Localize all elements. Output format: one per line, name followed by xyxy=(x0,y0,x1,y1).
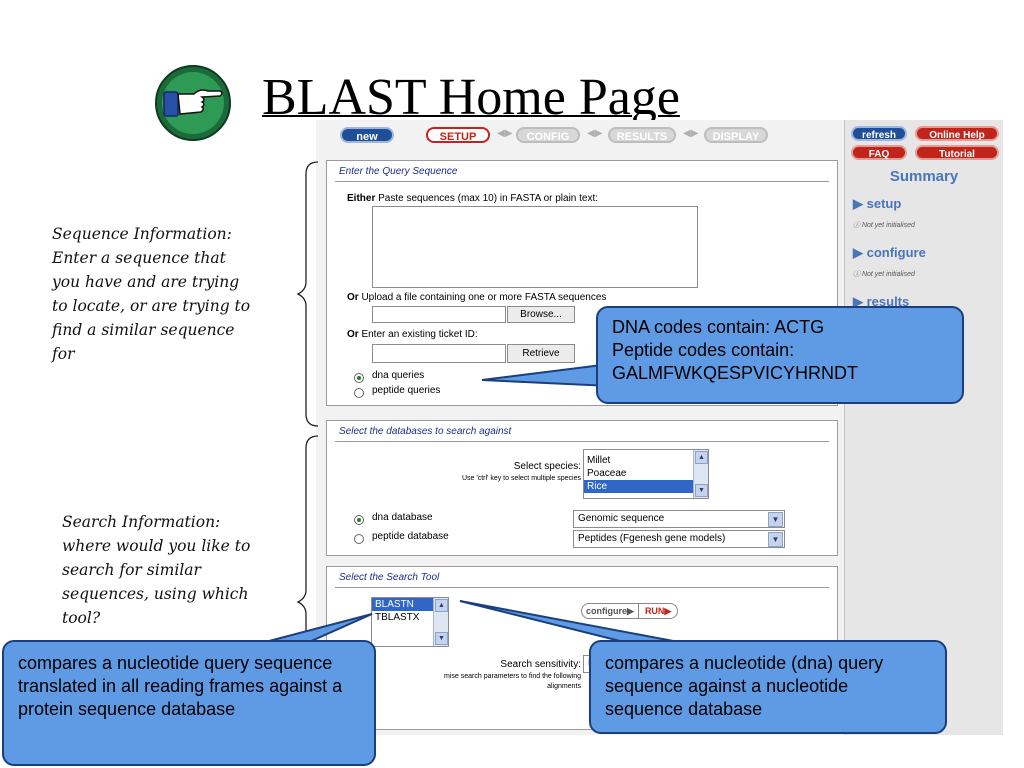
summary-sidebar: refresh Online Help FAQ Tutorial Summary… xyxy=(844,120,1003,735)
run-button[interactable]: RUN▶ xyxy=(637,604,677,618)
dna-queries-label: dna queries xyxy=(372,370,425,381)
browse-button[interactable]: Browse... xyxy=(507,306,575,323)
species-label: Select species: xyxy=(513,461,581,472)
file-path-input[interactable] xyxy=(372,306,506,323)
species-option[interactable]: Poaceae xyxy=(587,468,627,479)
arrow-icon: ◀▶ xyxy=(683,128,699,139)
species-hint: Use 'ctrl' key to select multiple specie… xyxy=(462,475,581,482)
refresh-button[interactable]: refresh xyxy=(851,126,907,141)
sequence-textarea[interactable] xyxy=(372,206,698,288)
nav-results-tab[interactable]: RESULTS xyxy=(608,127,676,143)
search-information-note: Search Information: where would you like… xyxy=(62,513,251,627)
setup-status: ⓘ Not yet initialised xyxy=(853,222,915,229)
alignments-label: alignments xyxy=(547,683,581,690)
optimise-hint: mise search parameters to find the follo… xyxy=(444,673,581,680)
callout-line: GALMFWKQESPVICYHRNDT xyxy=(612,363,859,383)
scroll-down-icon[interactable]: ▼ xyxy=(435,632,448,645)
page-title: BLAST Home Page xyxy=(262,69,680,126)
species-listbox[interactable]: Millet Poaceae Rice ▲ ▼ xyxy=(583,449,709,499)
online-help-button[interactable]: Online Help xyxy=(915,126,999,141)
ticket-id-input[interactable] xyxy=(372,344,506,363)
arrow-icon: ◀▶ xyxy=(587,128,603,139)
dna-queries-radio[interactable] xyxy=(354,373,364,383)
callout-line: DNA codes contain: ACTG xyxy=(612,317,825,337)
species-option-selected[interactable]: Rice xyxy=(584,480,708,493)
peptide-database-select[interactable]: Peptides (Fgenesh gene models)▼ xyxy=(573,530,785,548)
nav-config-tab[interactable]: CONFIG xyxy=(516,127,580,143)
dna-database-select[interactable]: Genomic sequence▼ xyxy=(573,510,785,528)
sensitivity-label: Search sensitivity: xyxy=(500,659,581,670)
configure-run-control: configure▶RUN▶ xyxy=(581,603,679,619)
callout-line: Peptide codes contain: xyxy=(612,340,795,360)
species-scrollbar[interactable]: ▲ ▼ xyxy=(693,450,708,498)
arrow-icon: ◀▶ xyxy=(497,128,513,139)
species-option[interactable]: Millet xyxy=(587,455,611,466)
tblastx-callout: compares a nucleotide query sequence tra… xyxy=(2,640,376,766)
dna-database-label: dna database xyxy=(372,512,433,523)
dna-database-radio[interactable] xyxy=(354,515,364,525)
retrieve-button[interactable]: Retrieve xyxy=(507,344,575,363)
summary-title: Summary xyxy=(889,168,959,185)
tool-option-selected[interactable]: BLASTN xyxy=(372,598,448,611)
configure-button[interactable]: configure▶ xyxy=(586,606,634,616)
chevron-down-icon: ▼ xyxy=(768,512,783,527)
chevron-down-icon: ▼ xyxy=(768,532,783,547)
paste-label: Either Paste sequences (max 10) in FASTA… xyxy=(347,193,599,204)
results-link[interactable]: ▶ results xyxy=(853,294,910,309)
query-panel-header: Enter the Query Sequence xyxy=(339,166,458,177)
nav-new-button[interactable]: new xyxy=(340,127,394,143)
setup-link[interactable]: ▶ setup xyxy=(853,196,902,211)
peptide-queries-radio[interactable] xyxy=(354,388,364,398)
tool-listbox[interactable]: BLASTN TBLASTX ▲ ▼ xyxy=(371,597,449,647)
sequence-information-note: Sequence Information: Enter a sequence t… xyxy=(52,225,251,363)
tool-scrollbar[interactable]: ▲ ▼ xyxy=(433,598,448,646)
peptide-database-label: peptide database xyxy=(372,531,449,542)
ticket-label: Or Enter an existing ticket ID: xyxy=(347,329,478,340)
faq-button[interactable]: FAQ xyxy=(851,145,907,160)
tutorial-button[interactable]: Tutorial xyxy=(915,145,999,160)
peptide-database-radio[interactable] xyxy=(354,534,364,544)
divider xyxy=(335,181,829,182)
dna-codes-callout: DNA codes contain: ACTG Peptide codes co… xyxy=(596,306,964,404)
nav-display-tab[interactable]: DISPLAY xyxy=(704,127,768,143)
scroll-up-icon[interactable]: ▲ xyxy=(435,599,448,612)
scroll-up-icon[interactable]: ▲ xyxy=(695,451,708,464)
divider xyxy=(335,441,829,442)
tool-option[interactable]: TBLASTX xyxy=(375,612,420,623)
upload-label: Or Upload a file containing one or more … xyxy=(347,292,607,303)
search-tool-panel-header: Select the Search Tool xyxy=(339,572,440,583)
database-panel: Select the databases to search against S… xyxy=(326,420,838,556)
configure-link[interactable]: ▶ configure xyxy=(853,245,926,260)
divider xyxy=(335,587,829,588)
blastn-callout: compares a nucleotide (dna) query sequen… xyxy=(589,640,947,734)
blast-app-window: new SETUP ◀▶ CONFIG ◀▶ RESULTS ◀▶ DISPLA… xyxy=(316,120,844,735)
pointing-hand-icon xyxy=(154,64,232,142)
scroll-down-icon[interactable]: ▼ xyxy=(695,484,708,497)
configure-status: ⓘ Not yet initialised xyxy=(853,271,915,278)
peptide-queries-label: peptide queries xyxy=(372,385,441,396)
database-panel-header: Select the databases to search against xyxy=(339,426,512,437)
nav-setup-tab[interactable]: SETUP xyxy=(426,127,490,143)
